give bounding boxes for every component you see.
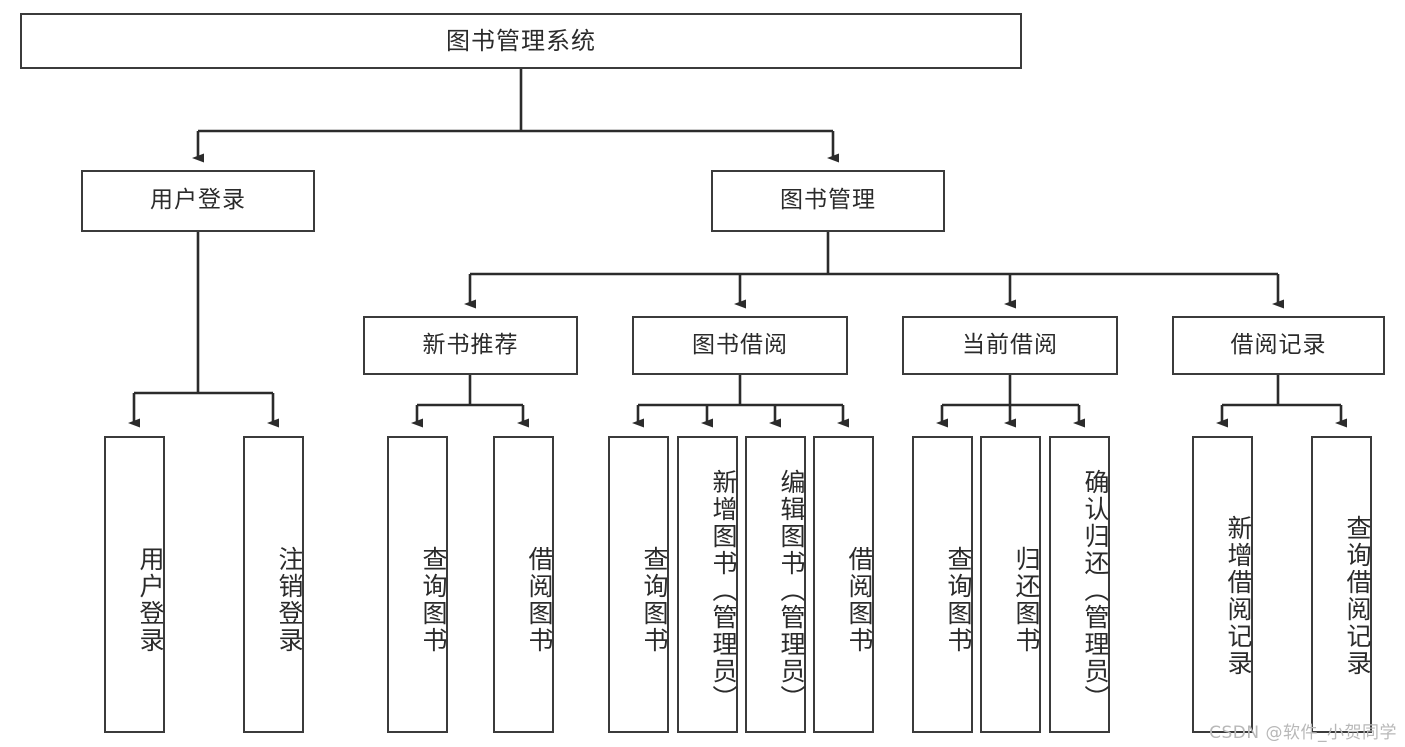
node-label: 用户登录 bbox=[136, 545, 165, 654]
leaf-current-borrow-return[interactable]: 归还图书 bbox=[980, 436, 1041, 733]
node-book-management[interactable]: 图书管理 bbox=[711, 170, 945, 232]
node-book-borrow[interactable]: 图书借阅 bbox=[632, 316, 848, 375]
node-label: 确认归还（管理员） bbox=[1081, 469, 1110, 712]
node-label: 编辑图书（管理员） bbox=[777, 469, 806, 712]
node-label: 图书管理 bbox=[780, 187, 876, 214]
node-label: 借阅图书 bbox=[525, 545, 554, 654]
node-label: 查询借阅记录 bbox=[1343, 514, 1372, 677]
leaf-book-borrow-add[interactable]: 新增图书（管理员） bbox=[677, 436, 738, 733]
leaf-current-borrow-confirm-return[interactable]: 确认归还（管理员） bbox=[1049, 436, 1110, 733]
node-label: 借阅图书 bbox=[845, 545, 874, 654]
node-label: 借阅记录 bbox=[1230, 331, 1327, 358]
node-label: 查询图书 bbox=[944, 545, 973, 654]
leaf-borrow-record-add[interactable]: 新增借阅记录 bbox=[1192, 436, 1253, 733]
node-new-book-recommend[interactable]: 新书推荐 bbox=[363, 316, 578, 375]
watermark-text: CSDN @软件_小贺同学 bbox=[1209, 723, 1397, 743]
leaf-user-login-logout[interactable]: 注销登录 bbox=[243, 436, 304, 733]
leaf-new-book-query[interactable]: 查询图书 bbox=[387, 436, 448, 733]
leaf-new-book-borrow[interactable]: 借阅图书 bbox=[493, 436, 554, 733]
node-label: 图书借阅 bbox=[692, 331, 788, 358]
leaf-borrow-record-query[interactable]: 查询借阅记录 bbox=[1311, 436, 1372, 733]
node-label: 新增图书（管理员） bbox=[709, 469, 738, 712]
node-current-borrow[interactable]: 当前借阅 bbox=[902, 316, 1118, 375]
node-label: 查询图书 bbox=[640, 545, 669, 654]
node-user-login[interactable]: 用户登录 bbox=[81, 170, 315, 232]
node-borrow-record[interactable]: 借阅记录 bbox=[1172, 316, 1385, 375]
node-label: 用户登录 bbox=[150, 187, 246, 214]
node-label: 当前借阅 bbox=[962, 331, 1058, 358]
node-label: 归还图书 bbox=[1012, 545, 1041, 654]
leaf-user-login-login[interactable]: 用户登录 bbox=[104, 436, 165, 733]
node-label: 新书推荐 bbox=[422, 331, 519, 358]
node-label: 注销登录 bbox=[275, 545, 304, 654]
leaf-book-borrow-borrow[interactable]: 借阅图书 bbox=[813, 436, 874, 733]
node-root-system[interactable]: 图书管理系统 bbox=[20, 13, 1022, 69]
leaf-book-borrow-edit[interactable]: 编辑图书（管理员） bbox=[745, 436, 806, 733]
node-label: 查询图书 bbox=[419, 545, 448, 654]
leaf-book-borrow-query[interactable]: 查询图书 bbox=[608, 436, 669, 733]
node-label: 新增借阅记录 bbox=[1224, 514, 1253, 677]
node-label: 图书管理系统 bbox=[446, 26, 596, 55]
leaf-current-borrow-query[interactable]: 查询图书 bbox=[912, 436, 973, 733]
